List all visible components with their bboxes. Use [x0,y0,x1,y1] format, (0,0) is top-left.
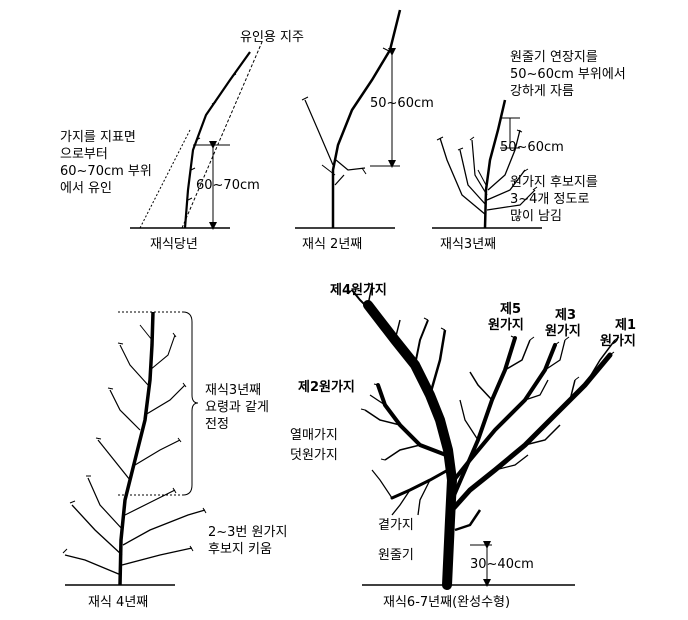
scaffold-1-label-line-2: 원가지 [600,334,636,349]
caption-year4: 재식 4년째 [88,595,149,610]
stake-label: 유인용 지주 [240,30,304,45]
height-label: 50~60cm [500,140,564,155]
guide-note-line-3: 60~70cm 부위 [60,164,152,179]
raise-note-line-1: 2~3번 원가지 [208,525,288,540]
trained-shoot [183,51,251,229]
scaffold-2-label: 제2원가지 [298,380,355,395]
leader [118,311,155,586]
panel3-tree [432,99,542,229]
height-label: 50~60cm [370,96,434,111]
scaffold-5-label-line-2: 원가지 [488,318,524,333]
caption-year3: 재식3년째 [440,237,497,252]
guide-note-line-4: 에서 유인 [60,181,112,196]
side-branch-label: 곁가지 [378,518,414,533]
main-shoot [331,9,402,228]
leader [483,99,507,229]
sub-scaffold-label: 덧원가지 [290,448,338,463]
trunk [363,300,458,590]
guide-note-line-1: 가지를 지표면 [60,130,136,145]
candidate-note-line-3: 많이 남김 [510,209,562,224]
scaffold-5-label-line-1: 제5 [500,302,522,317]
caption-year2: 재식 2년째 [302,237,363,252]
leader-note-line-1: 원줄기 연장지를 [510,50,598,65]
panel5-tree [347,282,620,590]
caption-year1: 재식당년 [150,237,198,252]
stake [181,41,263,229]
guide-note-line-2: 으로부터 [60,147,108,162]
prune-note-line-1: 재식3년째 [205,383,262,398]
panel2-tree [295,9,402,229]
prune-note-line-2: 요령과 같게 [205,400,269,415]
candidate-note-line-2: 3~4개 정도로 [510,192,590,207]
scaffold-3-label-line-1: 제3 [555,308,577,323]
prune-note-line-3: 전정 [205,417,229,432]
fruiting-branch-label: 열매가지 [290,428,338,443]
scaffold-3-label-line-2: 원가지 [545,324,581,339]
scaffold-4-label: 제4원가지 [330,283,387,298]
leader-note-line-3: 강하게 자름 [510,84,574,99]
bracket [182,311,199,496]
raise-note-line-2: 후보지 키움 [208,542,272,557]
scaffold-1-label-line-1: 제1 [615,318,637,333]
candidate-note-line-1: 원가지 후보지를 [510,175,598,190]
height-label: 60~70cm [196,178,260,193]
leader-note-line-2: 50~60cm 부위에서 [510,67,626,82]
trunk-height-label: 30~40cm [470,557,534,572]
trunk-label: 원줄기 [378,548,414,563]
caption-completed: 재식6-7년째(완성수형) [383,595,511,610]
panel4-tree [62,311,207,586]
panel1-tree [130,41,263,230]
